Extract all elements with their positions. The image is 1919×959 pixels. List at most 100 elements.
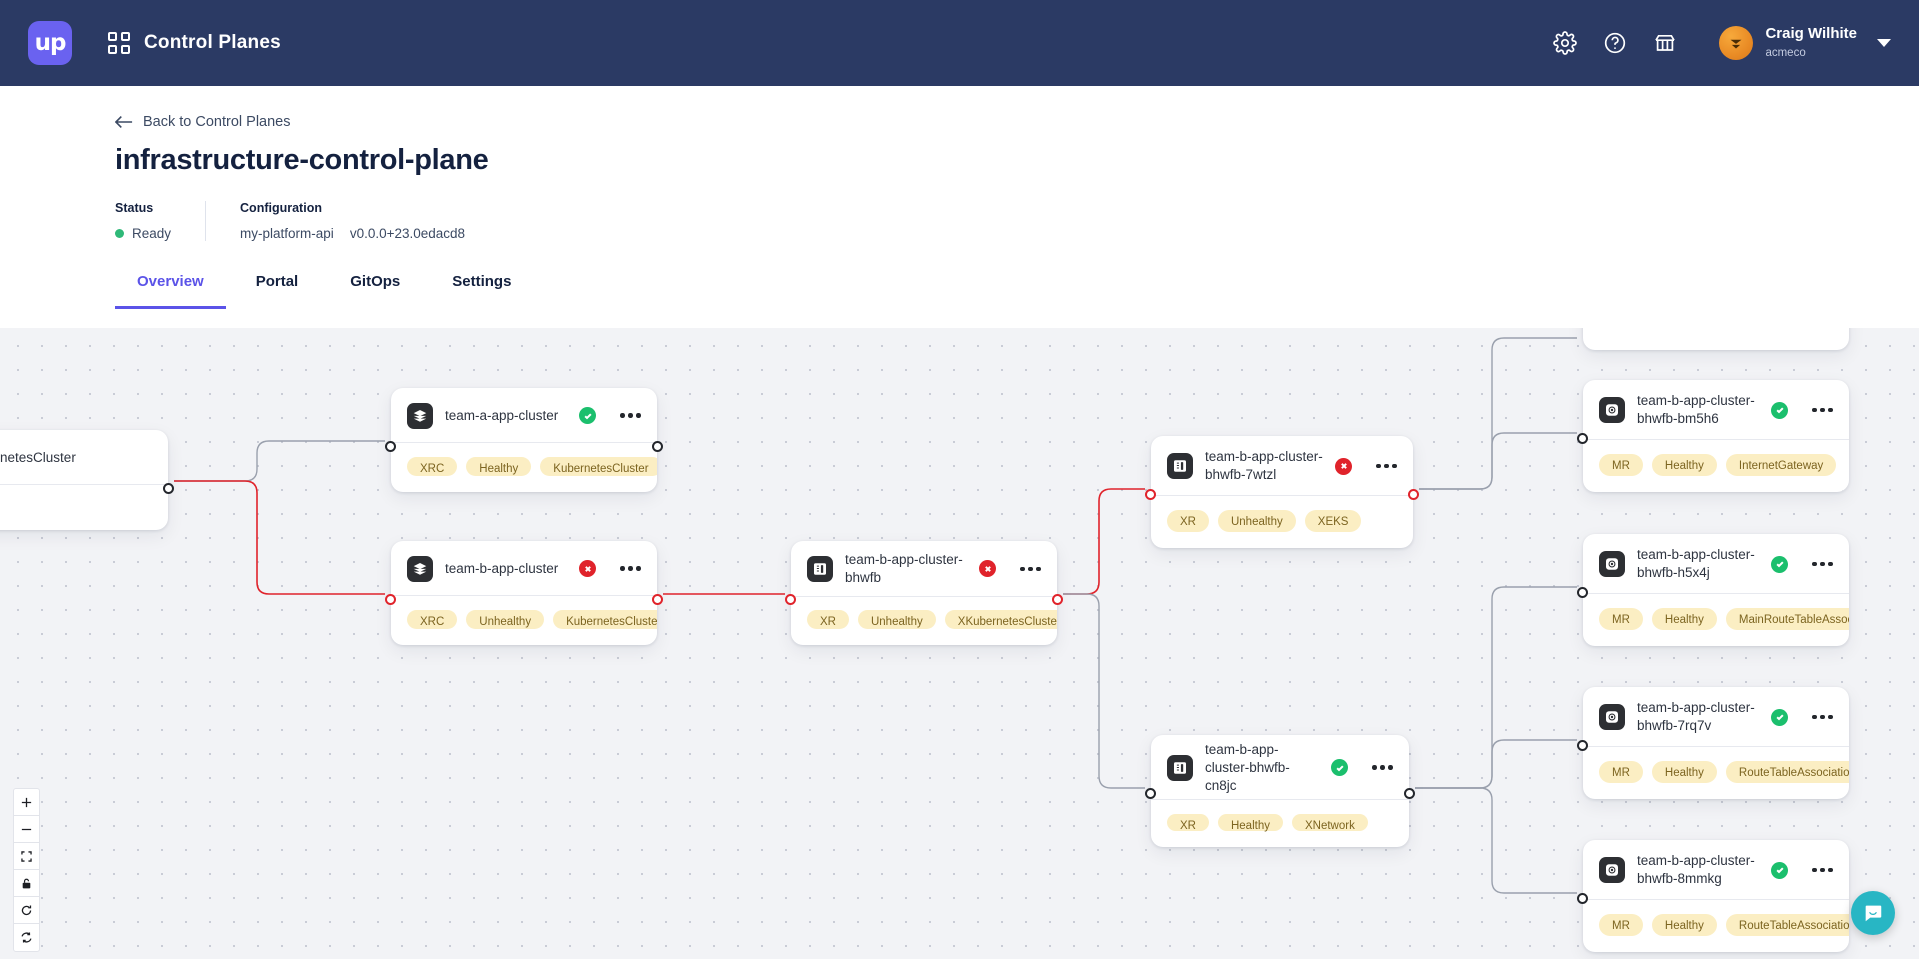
node-handle-right[interactable] <box>1408 489 1419 500</box>
tab-overview[interactable]: Overview <box>115 263 226 309</box>
node-divider <box>1583 899 1849 901</box>
node-handle-left[interactable] <box>1145 788 1156 799</box>
node-handle-right[interactable] <box>1404 788 1415 799</box>
node-title: team-a-app-cluster <box>445 407 559 423</box>
node-tag: MR <box>1599 608 1643 630</box>
node-title: team-b-app-cluster-bhwfb-h5x4j <box>1637 547 1755 581</box>
node-handle-left[interactable] <box>385 441 396 452</box>
stack-icon <box>407 402 433 429</box>
node-tag: Healthy <box>1651 608 1717 630</box>
node-handle-left[interactable] <box>385 594 396 605</box>
node-handle-right[interactable] <box>163 483 174 494</box>
node-handle-left[interactable] <box>1577 587 1588 598</box>
node-handle-left[interactable] <box>1577 740 1588 751</box>
node-handle-right[interactable] <box>1052 594 1063 605</box>
node-handle-right[interactable] <box>652 441 663 452</box>
back-to-control-planes-link[interactable]: Back to Control Planes <box>115 114 1919 130</box>
healthy-check-icon <box>1771 401 1789 419</box>
healthy-check-icon <box>1331 759 1349 777</box>
tab-bar: Overview Portal GitOps Settings <box>0 263 1919 309</box>
node-more-menu-icon[interactable] <box>1812 867 1833 873</box>
refresh-icon[interactable] <box>14 924 39 951</box>
node-handle-left[interactable] <box>785 594 796 605</box>
node-tag: Unhealthy <box>1217 510 1296 532</box>
node-tag: Unhealthy <box>857 610 936 630</box>
tab-portal[interactable]: Portal <box>255 273 299 290</box>
node-more-menu-icon[interactable] <box>1812 714 1833 720</box>
user-org: acmeco <box>1765 47 1806 59</box>
node-title: team-b-app-cluster-bhwfb <box>845 552 963 585</box>
node-more-menu-icon[interactable] <box>620 566 641 571</box>
node-handle-left[interactable] <box>1577 893 1588 904</box>
brand-title: Control Planes <box>144 32 281 53</box>
reset-icon[interactable] <box>14 897 39 924</box>
node-tag: KubernetesCluster <box>553 609 657 629</box>
node-tag: Healthy <box>1651 914 1717 936</box>
status-dot-icon <box>115 229 124 238</box>
node-title: team-b-app-cluster-bhwfb-bm5h6 <box>1637 393 1755 427</box>
node-more-menu-icon[interactable] <box>1376 463 1397 469</box>
zoom-out-icon[interactable] <box>14 816 39 843</box>
node-tag: KubernetesCluster <box>540 456 657 476</box>
node-more-menu-icon[interactable] <box>1020 566 1041 572</box>
node-tag: XR <box>1167 510 1209 532</box>
node-header: team-a-app-cluster <box>391 388 657 442</box>
graph-node-bhwfb-top-partial[interactable] <box>1583 328 1849 350</box>
node-handle-left[interactable] <box>1145 489 1156 500</box>
xr-icon <box>1167 453 1193 480</box>
node-tag-list: XR Unhealthy XEKS <box>1151 496 1413 548</box>
node-tag: XKubernetesCluster <box>944 610 1057 630</box>
node-header: team-b-app-cluster-bhwfb <box>791 541 1057 596</box>
node-header: team-b-app-cluster-bhwfb-h5x4j <box>1583 534 1849 593</box>
brand-link[interactable]: Control Planes <box>108 32 281 54</box>
node-header: KubernetesCluster <box>0 430 168 484</box>
node-tag: XR <box>1167 814 1209 832</box>
node-more-menu-icon[interactable] <box>1812 407 1833 413</box>
unhealthy-x-icon <box>1335 457 1353 475</box>
tab-settings[interactable]: Settings <box>452 273 512 290</box>
node-tag-list: XR Unhealthy XKubernetesCluster <box>791 596 1057 645</box>
node-tag: XR <box>807 610 849 630</box>
arrow-left-icon <box>115 116 133 128</box>
node-tag: XRC <box>407 456 458 476</box>
tab-gitops[interactable]: GitOps <box>350 273 401 290</box>
node-title: team-b-app-cluster-bhwfb-7rq7v <box>1637 700 1755 734</box>
node-more-menu-icon[interactable] <box>1812 561 1833 567</box>
help-icon[interactable] <box>1601 29 1629 57</box>
user-menu[interactable]: Craig Wilhite acmeco <box>1719 25 1891 62</box>
node-handle-right[interactable] <box>652 594 663 605</box>
zoom-in-icon[interactable] <box>14 789 39 816</box>
resource-graph-canvas[interactable]: KubernetesClusterAPI team-a-app-clusterXR… <box>0 328 1919 959</box>
node-handle-left[interactable] <box>1577 433 1588 444</box>
graph-node-kubernetescluster[interactable]: KubernetesClusterAPI <box>0 430 174 530</box>
node-more-menu-icon[interactable] <box>620 413 641 418</box>
node-more-menu-icon[interactable] <box>1372 765 1393 771</box>
gear-icon[interactable] <box>1551 29 1579 57</box>
chat-bubble-icon[interactable] <box>1851 891 1895 935</box>
node-title: team-b-app-cluster-bhwfb-cn8jc <box>1205 742 1290 793</box>
mr-icon <box>1599 551 1625 578</box>
page-title: infrastructure-control-plane <box>115 144 489 176</box>
lock-icon[interactable] <box>14 870 39 897</box>
node-tag: XEKS <box>1304 510 1362 532</box>
node-tag-list: MRHealthyMainRouteTableAssociation <box>1583 594 1849 646</box>
healthy-check-icon <box>1771 708 1789 726</box>
node-title: team-b-app-cluster-bhwfb-7wtzl <box>1205 449 1323 483</box>
fit-view-icon[interactable] <box>14 843 39 870</box>
marketplace-icon[interactable] <box>1651 29 1679 57</box>
mr-icon <box>1599 397 1625 424</box>
chevron-down-icon[interactable] <box>1877 39 1891 47</box>
upbound-logo[interactable]: up <box>28 21 72 65</box>
